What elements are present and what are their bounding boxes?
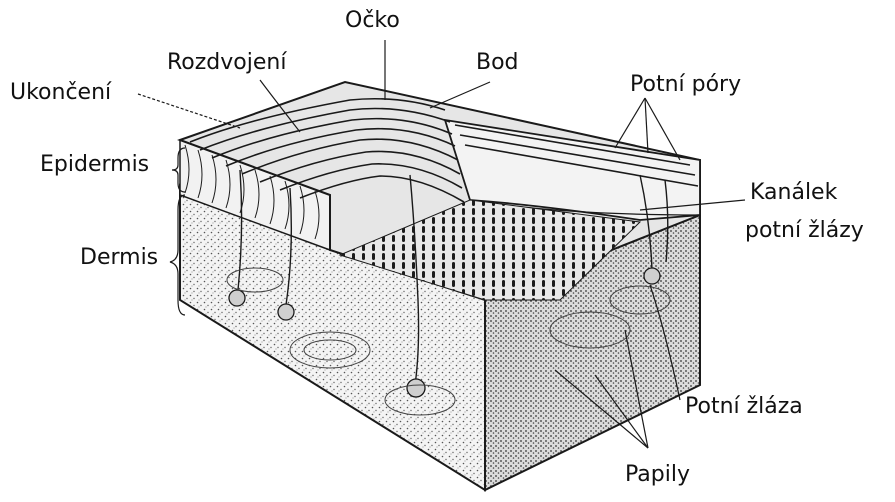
label-papily: Papily (625, 462, 690, 488)
label-kanalek-line2: potní žlázy (745, 218, 864, 244)
label-ocko: Očko (345, 8, 400, 34)
label-kanalek-line1: Kanálek (750, 180, 837, 206)
label-epidermis: Epidermis (40, 152, 149, 178)
label-bod: Bod (476, 50, 519, 76)
label-potni-pory: Potní póry (630, 72, 741, 98)
label-ukonceni: Ukončení (10, 80, 111, 106)
label-rozdvojeni: Rozdvojení (167, 50, 286, 76)
label-dermis: Dermis (80, 245, 158, 271)
label-potni-zlaza: Potní žláza (685, 394, 803, 420)
